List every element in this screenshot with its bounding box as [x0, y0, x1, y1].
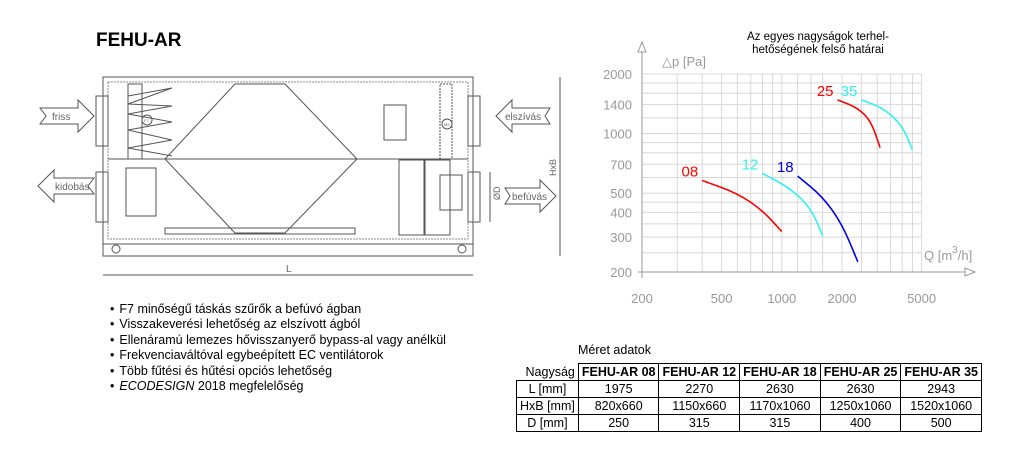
feature-item: Visszakeverési lehetőség az elszívott ág… [110, 317, 446, 332]
label-extract: elszívás [505, 112, 541, 123]
header-cell: FEHU-AR 12 [658, 363, 741, 381]
header-cell: Nagyság [516, 363, 579, 381]
cell: 315 [739, 414, 821, 432]
y-axis-arrow-icon [637, 40, 647, 53]
y-tick-label: 1000 [603, 127, 632, 142]
x-axis-label: Q [m3/h] [924, 245, 972, 263]
y-tick-label: 200 [610, 265, 632, 280]
x-tick-label: 2000 [828, 291, 857, 306]
y-tick-label: 700 [610, 157, 632, 172]
table-header-row: Nagyság FEHU-AR 08 FEHU-AR 12 FEHU-AR 18… [516, 363, 982, 381]
curve-35 [861, 99, 914, 150]
cell: 1250x1060 [819, 397, 902, 415]
pressure-flow-chart: 200 300 400 500 700 1000 1400 2000 200 500 1000 200… [603, 40, 977, 306]
extract-arrow [495, 98, 551, 134]
curve-label-25: 25 [817, 83, 834, 100]
heater-coil [398, 159, 425, 236]
label-diameter: ØD [492, 186, 502, 200]
label-supply: befúvás [512, 192, 547, 203]
curve-label-08: 08 [682, 163, 699, 180]
cell: 315 [658, 414, 741, 432]
cell: 2630 [739, 380, 821, 398]
page-title: FEHU-AR [96, 30, 182, 51]
y-tick-label: 400 [610, 205, 632, 220]
header-cell: FEHU-AR 18 [739, 363, 821, 381]
x-tick-label: 1000 [767, 291, 796, 306]
cell: 1975 [577, 380, 660, 398]
x-axis-arrow-icon [964, 267, 977, 277]
label-height: HxB [548, 159, 558, 176]
feature-item: Ellenáramú lemezes hővisszanyerő bypass-… [110, 333, 446, 348]
cell: 1520x1060 [900, 397, 982, 415]
label-length: L [286, 264, 292, 275]
row-label: HxB [mm] [516, 397, 579, 415]
heat-exchanger [164, 83, 358, 234]
feature-item: F7 minőségű táskás szűrők a befúvó ágban [110, 302, 446, 317]
dimensions-table: Nagyság FEHU-AR 08 FEHU-AR 12 FEHU-AR 18… [516, 363, 982, 432]
cell: 1170x1060 [739, 397, 821, 415]
cell: 250 [577, 414, 660, 432]
f7-filter [127, 87, 173, 157]
feature-item: Több fűtési és hűtési opciós lehetőség [110, 364, 446, 379]
cell: 2943 [900, 380, 982, 398]
curve-label-12: 12 [742, 156, 759, 173]
y-tick-label: 1400 [603, 98, 632, 113]
row-label: D [mm] [516, 414, 579, 432]
control-box [125, 167, 157, 217]
curve-label-18: 18 [777, 159, 794, 176]
unit-diagram: friss kidobás elszívás befúvás L ØD HxB … [37, 76, 561, 276]
label-m5: M5 [444, 122, 450, 127]
y-tick-label: 2000 [603, 67, 632, 82]
row-label: L [mm] [516, 380, 579, 398]
curve-label-35: 35 [841, 83, 858, 100]
feature-item: ECODESIGN 2018 megfelelőség [110, 379, 446, 394]
y-tick-label: 500 [610, 186, 632, 201]
cell: 820x660 [577, 397, 660, 415]
m5-filter [439, 83, 453, 160]
x-tick-label: 500 [711, 291, 733, 306]
header-cell: FEHU-AR 25 [819, 363, 902, 381]
supply-fan [439, 174, 463, 211]
label-exhaust: kidobás [55, 182, 89, 193]
header-cell: FEHU-AR 08 [577, 363, 660, 381]
header-cell: FEHU-AR 35 [900, 363, 982, 381]
y-axis-label: △p [Pa] [662, 54, 706, 69]
base-frame [102, 243, 474, 257]
curve-25 [837, 99, 881, 148]
exhaust-arrow [37, 168, 95, 204]
label-fresh: friss [52, 112, 70, 123]
y-tick-label: 300 [610, 230, 632, 245]
extract-fan [383, 104, 407, 141]
label-f7: F7 [144, 118, 149, 123]
cell: 1150x660 [658, 397, 741, 415]
insulation [107, 81, 469, 240]
fresh-arrow [39, 98, 95, 134]
x-tick-label: 5000 [907, 291, 936, 306]
chart-title: Az egyes nagyságok terhel-hetőségének fe… [747, 31, 889, 56]
cooler-coil [424, 159, 451, 236]
cell: 400 [819, 414, 902, 432]
feature-list: F7 minőségű táskás szűrők a befúvó ágban… [110, 302, 446, 394]
supply-arrow [504, 178, 557, 214]
curve-08 [701, 179, 783, 233]
curve-12 [762, 172, 824, 237]
curve-18 [797, 175, 859, 263]
cell: 2270 [658, 380, 741, 398]
table-caption: Méret adatok [578, 343, 651, 357]
cell: 2630 [819, 380, 902, 398]
x-tick-label: 200 [631, 291, 653, 306]
cell: 500 [900, 414, 982, 432]
feature-item: Frekvenciaváltóval egybeépített EC venti… [110, 348, 446, 363]
